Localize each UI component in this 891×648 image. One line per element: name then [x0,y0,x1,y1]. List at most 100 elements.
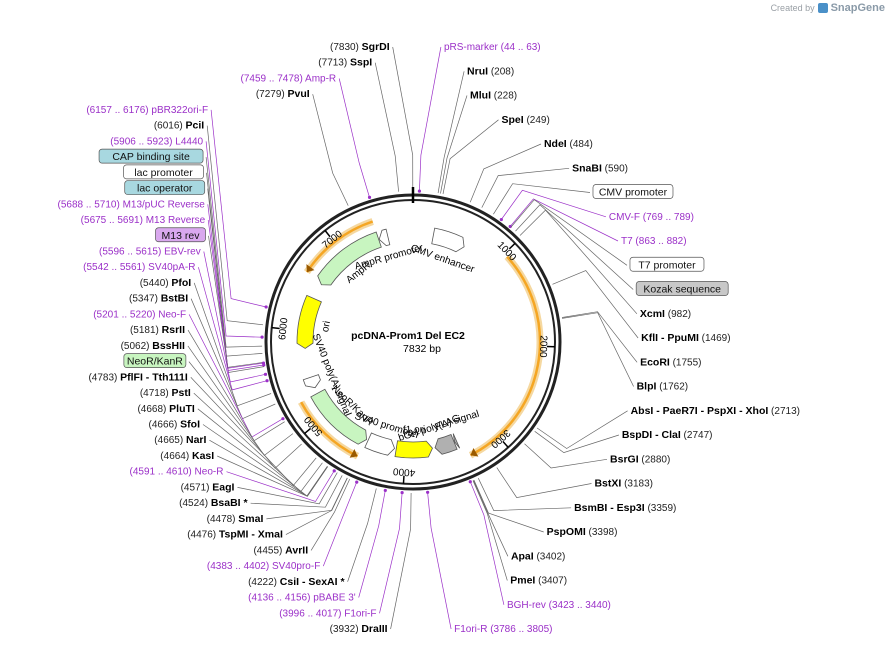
annotation-name: CsiI - SexAI * [280,576,346,588]
enzyme-label: (4665) NarI [154,434,206,446]
enzyme-annotation[interactable]: SnaBI (590) [572,162,628,174]
annotation-coordinate: (6157 .. 6176) [86,105,151,116]
enzyme-annotation[interactable]: PmeI (3407) [510,575,567,587]
enzyme-annotation[interactable]: SpeI (249) [501,114,549,126]
primer-annotation[interactable]: (3996 .. 4017) F1ori-F [279,608,376,619]
enzyme-annotation[interactable]: (5440) PfoI [140,277,192,289]
primer-annotation[interactable]: BGH-rev (3423 .. 3440) [507,600,611,611]
enzyme-annotation[interactable]: (7830) SgrDI [330,41,390,53]
enzyme-annotation[interactable]: BlpI (1762) [637,381,689,393]
primer-label: (4591 .. 4610) Neo-R [130,467,224,478]
enzyme-annotation[interactable]: (6016) PciI [154,120,204,132]
enzyme-annotation[interactable]: (4524) BsaBI * [179,497,248,509]
box-annotation[interactable]: CMV promoter [592,184,674,199]
primer-annotation[interactable]: (4591 .. 4610) Neo-R [130,467,224,478]
enzyme-label: (5440) PfoI [140,277,192,289]
enzyme-annotation[interactable]: NruI (208) [467,65,514,77]
feature-arrow [378,228,391,247]
enzyme-annotation[interactable]: (5181) RsrII [130,324,185,336]
box-annotation[interactable]: T7 promoter [629,256,705,272]
primer-annotation[interactable]: (4383 .. 4402) SV40pro-F [207,561,320,572]
feature-arrow [394,440,433,459]
enzyme-annotation[interactable]: (3932) DraIII [330,623,388,635]
box-annotation[interactable]: M13 rev [155,227,206,243]
primer-marker [265,379,269,383]
box-annotation[interactable]: NeoR/KanR [123,353,187,368]
annotation-leader [440,95,468,194]
annotation-name: BstBI [161,293,189,305]
enzyme-annotation[interactable]: BsmBI - Esp3I (3359) [574,502,676,514]
box-annotation[interactable]: Kozak sequence [635,281,729,296]
enzyme-annotation[interactable]: MluI (228) [470,90,517,102]
enzyme-annotation[interactable]: ApaI (3402) [511,550,565,562]
enzyme-annotation[interactable]: (4665) NarI [154,434,206,446]
enzyme-annotation[interactable]: (4478) SmaI [207,513,264,525]
primer-annotation[interactable]: (5906 .. 5923) L4440 [110,136,203,147]
primer-annotation[interactable]: (4136 .. 4156) pBABE 3' [248,593,356,604]
enzyme-annotation[interactable]: PspOMI (3398) [547,526,618,538]
snapgene-watermark: Created by SnapGene [771,2,885,14]
enzyme-annotation[interactable]: (4476) TspMI - XmaI [187,529,283,541]
feature-box [124,180,206,195]
annotation-coordinate: (4476) [187,530,219,541]
enzyme-label: (5062) BssHII [121,340,185,352]
box-annotation[interactable]: lac promoter [123,164,204,180]
enzyme-annotation[interactable]: (4668) PluTI [137,403,194,415]
enzyme-annotation[interactable]: (4783) PflFI - Tth111I [88,371,187,383]
enzyme-label: (4668) PluTI [137,403,194,415]
enzyme-annotation[interactable]: XcmI (982) [640,308,691,320]
enzyme-annotation[interactable]: (4664) KasI [160,450,214,462]
plasmid-backbone [264,187,562,491]
annotation-name: Neo-F [158,309,186,320]
enzyme-annotation[interactable]: AbsI - PaeR7I - PspXI - XhoI (2713) [631,405,800,417]
enzyme-annotation[interactable]: (7279) PvuI [256,88,310,100]
enzyme-annotation[interactable]: BstXI (3183) [594,478,653,490]
annotation-leader [473,480,509,557]
enzyme-annotation[interactable]: (4718) PstI [140,387,191,399]
annotation-coordinate: (5062) [121,341,153,352]
enzyme-annotation[interactable]: BspDI - ClaI (2747) [622,429,713,441]
enzyme-annotation[interactable]: (5062) BssHII [121,340,185,352]
annotation-name: BstXI [594,478,621,490]
annotation-coordinate: (5596 .. 5615) [99,246,164,257]
enzyme-annotation[interactable]: EcoRI (1755) [640,356,701,368]
annotation-name: pBABE 3' [313,593,356,604]
cds-arc [469,255,542,457]
annotation-leader [442,119,499,195]
primer-annotation[interactable]: pRS-marker (44 .. 63) [444,42,541,53]
annotation-leader [347,488,377,582]
feature-box-label: CAP binding site [112,151,190,163]
primer-label: (3996 .. 4017) F1ori-F [279,608,376,619]
enzyme-annotation[interactable]: (4666) SfoI [148,419,200,431]
primer-annotation[interactable]: T7 (863 .. 882) [621,236,687,247]
primer-annotation[interactable]: (5201 .. 5220) Neo-F [93,309,186,320]
primer-annotation[interactable]: F1ori-R (3786 .. 3805) [454,624,552,635]
box-annotation[interactable]: lac operator [124,180,206,195]
enzyme-annotation[interactable]: (5347) BstBI [129,293,188,305]
primer-annotation[interactable]: (5675 .. 5691) M13 Reverse [81,215,206,226]
enzyme-annotation[interactable]: (4571) EagI [181,481,235,493]
enzyme-annotation[interactable]: (4222) CsiI - SexAI * [248,576,345,588]
primer-annotation[interactable]: (7459 .. 7478) Amp-R [241,73,337,84]
primer-annotation[interactable]: (5542 .. 5561) SV40pA-R [83,262,195,273]
annotation-coordinate: (4136 .. 4156) [248,593,313,604]
primer-annotation[interactable]: (5596 .. 5615) EBV-rev [99,246,201,257]
enzyme-annotation[interactable]: KflI - PpuMI (1469) [641,332,730,344]
primer-annotation[interactable]: CMV-F (769 .. 789) [609,212,694,223]
primer-annotation[interactable]: (6157 .. 6176) pBR322ori-F [86,105,208,116]
enzyme-annotation[interactable]: NdeI (484) [544,138,593,150]
enzyme-label: XcmI (982) [640,308,691,320]
enzyme-annotation[interactable]: BsrGI (2880) [610,453,670,465]
enzyme-annotation[interactable]: (4455) AvrII [253,544,308,556]
enzyme-annotation[interactable]: (7713) SspI [318,57,372,69]
annotation-name: BsmBI - Esp3I [574,502,645,514]
created-by-label: Created by [770,3,815,13]
annotation-name: XcmI [640,308,665,320]
primer-annotation[interactable]: (5688 .. 5710) M13/pUC Reverse [58,199,206,210]
enzyme-label: (5181) RsrII [130,324,185,336]
box-annotation[interactable]: CAP binding site [98,148,204,164]
annotation-name: DraIII [361,623,387,635]
enzyme-label: (4455) AvrII [253,544,308,556]
annotation-name: BssHII [152,340,185,352]
